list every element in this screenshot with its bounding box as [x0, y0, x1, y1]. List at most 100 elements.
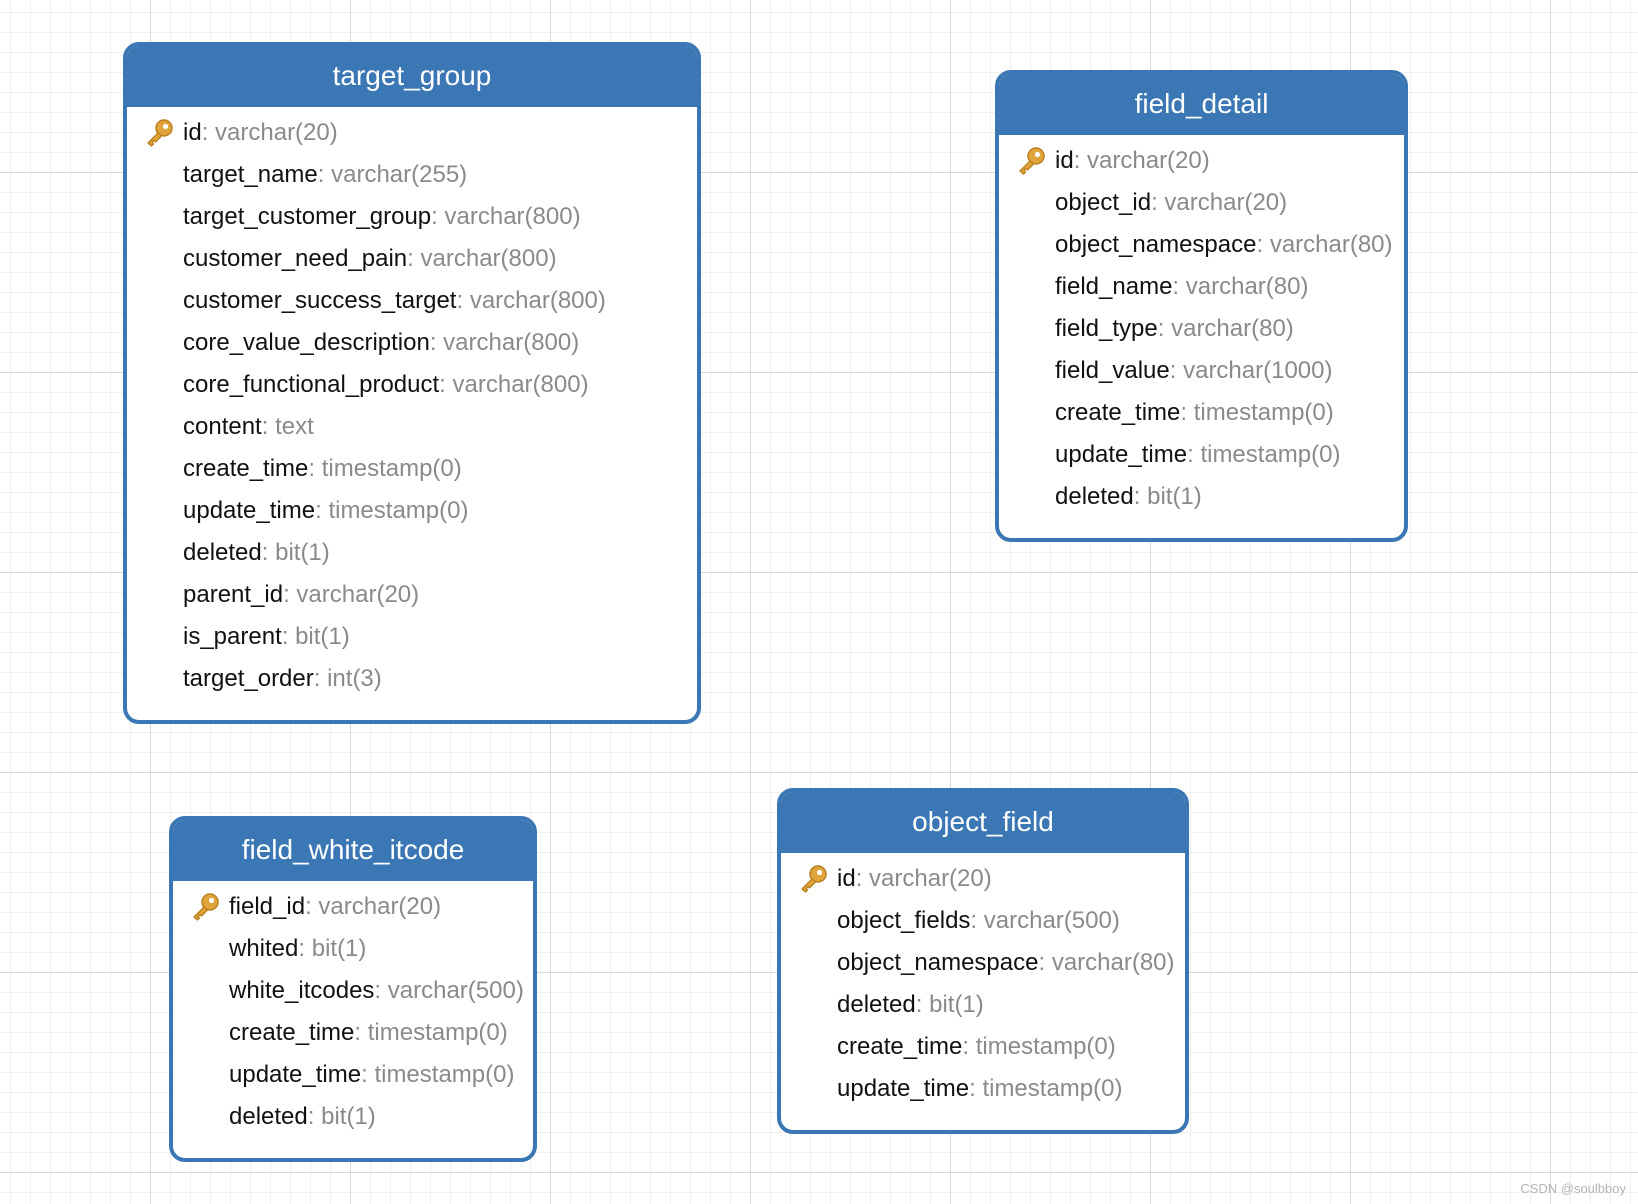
table-title: target_group	[127, 46, 697, 107]
field-name: customer_need_pain	[183, 245, 408, 272]
field-name: id	[837, 865, 856, 892]
field-name: object_namespace	[1055, 231, 1257, 258]
field-separator: :	[298, 935, 312, 962]
field-row[interactable]: field_id: varchar(20)	[173, 886, 533, 928]
field-separator: :	[261, 539, 276, 566]
table-field-detail[interactable]: field_detail id: varchar(20)object_id: v…	[995, 70, 1408, 542]
field-row[interactable]: core_value_description: varchar(800)	[127, 322, 697, 364]
field-type: varchar(800)	[452, 371, 589, 398]
field-row[interactable]: target_customer_group: varchar(800)	[127, 196, 697, 238]
field-row[interactable]: deleted: bit(1)	[127, 532, 697, 574]
field-type: bit(1)	[321, 1103, 376, 1130]
field-separator: :	[456, 287, 470, 314]
field-row[interactable]: core_functional_product: varchar(800)	[127, 364, 697, 406]
field-separator: :	[439, 371, 453, 398]
field-name: deleted	[837, 991, 916, 1018]
field-row[interactable]: is_parent: bit(1)	[127, 616, 697, 658]
table-object-field[interactable]: object_field id: varchar(20)object_field…	[777, 788, 1189, 1134]
field-row[interactable]: update_time: timestamp(0)	[127, 490, 697, 532]
field-row[interactable]: deleted: bit(1)	[999, 476, 1404, 518]
field-row[interactable]: field_type: varchar(80)	[999, 308, 1404, 350]
field-row[interactable]: create_time: timestamp(0)	[781, 1026, 1185, 1068]
table-target-group[interactable]: target_group id: varchar(20)target_name:…	[123, 42, 701, 724]
field-name: deleted	[229, 1103, 308, 1130]
field-separator: :	[1172, 273, 1186, 300]
field-separator: :	[1256, 231, 1270, 258]
field-type: varchar(500)	[387, 977, 524, 1004]
field-name: target_name	[183, 161, 318, 188]
field-name: create_time	[183, 455, 309, 482]
field-row[interactable]: update_time: timestamp(0)	[173, 1054, 533, 1096]
field-separator: :	[283, 581, 297, 608]
field-row[interactable]: object_fields: varchar(500)	[781, 900, 1185, 942]
field-list: field_id: varchar(20)whited: bit(1)white…	[173, 881, 533, 1158]
field-separator: :	[1133, 483, 1148, 510]
field-row[interactable]: customer_success_target: varchar(800)	[127, 280, 697, 322]
field-separator: :	[317, 161, 332, 188]
field-row[interactable]: target_order: int(3)	[127, 658, 697, 700]
field-type: varchar(1000)	[1183, 357, 1333, 384]
field-list: id: varchar(20)object_fields: varchar(50…	[781, 853, 1185, 1130]
table-field-white-itcode[interactable]: field_white_itcode field_id: varchar(20)…	[169, 816, 537, 1162]
field-name: core_functional_product	[183, 371, 440, 398]
field-row[interactable]: target_name: varchar(255)	[127, 154, 697, 196]
field-row[interactable]: content: text	[127, 406, 697, 448]
field-row[interactable]: create_time: timestamp(0)	[173, 1012, 533, 1054]
field-name: field_type	[1055, 315, 1158, 342]
field-name: id	[183, 119, 202, 146]
table-title: object_field	[781, 792, 1185, 853]
field-row[interactable]: whited: bit(1)	[173, 928, 533, 970]
field-type: bit(1)	[1147, 483, 1202, 510]
field-type: timestamp(0)	[321, 455, 462, 482]
field-row[interactable]: id: varchar(20)	[127, 112, 697, 154]
field-row[interactable]: object_namespace: varchar(80)	[999, 224, 1404, 266]
field-row[interactable]: white_itcodes: varchar(500)	[173, 970, 533, 1012]
field-list: id: varchar(20)object_id: varchar(20)obj…	[999, 135, 1404, 538]
field-type: varchar(20)	[869, 865, 992, 892]
field-type: bit(1)	[311, 935, 367, 962]
field-separator: :	[361, 1061, 375, 1088]
field-separator: :	[1187, 441, 1201, 468]
field-type: timestamp(0)	[374, 1061, 515, 1088]
field-row[interactable]: update_time: timestamp(0)	[999, 434, 1404, 476]
field-type: varchar(20)	[296, 581, 420, 608]
field-separator: :	[962, 1033, 976, 1060]
field-type: varchar(800)	[443, 329, 580, 356]
table-title: field_detail	[999, 74, 1404, 135]
field-type: varchar(20)	[215, 119, 338, 146]
field-row[interactable]: object_namespace: varchar(80)	[781, 942, 1185, 984]
field-row[interactable]: deleted: bit(1)	[173, 1096, 533, 1138]
field-type: bit(1)	[929, 991, 984, 1018]
field-row[interactable]: create_time: timestamp(0)	[127, 448, 697, 490]
field-separator: :	[305, 893, 319, 920]
field-name: target_customer_group	[183, 203, 432, 230]
field-name: create_time	[837, 1033, 963, 1060]
field-row[interactable]: deleted: bit(1)	[781, 984, 1185, 1026]
field-type: varchar(20)	[318, 893, 442, 920]
field-separator: :	[855, 865, 870, 892]
field-row[interactable]: customer_need_pain: varchar(800)	[127, 238, 697, 280]
field-row[interactable]: update_time: timestamp(0)	[781, 1068, 1185, 1110]
field-row[interactable]: create_time: timestamp(0)	[999, 392, 1404, 434]
field-name: create_time	[229, 1019, 355, 1046]
field-name: deleted	[1055, 483, 1134, 510]
field-row[interactable]: parent_id: varchar(20)	[127, 574, 697, 616]
field-name: is_parent	[183, 623, 282, 650]
field-name: core_value_description	[183, 329, 430, 356]
field-type: varchar(80)	[1269, 231, 1393, 258]
field-type: bit(1)	[295, 623, 350, 650]
field-row[interactable]: field_value: varchar(1000)	[999, 350, 1404, 392]
field-type: varchar(20)	[1164, 189, 1288, 216]
field-separator: :	[1157, 315, 1172, 342]
field-row[interactable]: id: varchar(20)	[999, 140, 1404, 182]
field-row[interactable]: field_name: varchar(80)	[999, 266, 1404, 308]
field-row[interactable]: id: varchar(20)	[781, 858, 1185, 900]
field-name: target_order	[183, 665, 314, 692]
field-name: update_time	[183, 497, 316, 524]
key-icon	[190, 892, 220, 922]
field-name: whited	[229, 935, 299, 962]
field-name: field_id	[229, 893, 306, 920]
field-row[interactable]: object_id: varchar(20)	[999, 182, 1404, 224]
field-separator: :	[407, 245, 421, 272]
field-type: varchar(800)	[444, 203, 581, 230]
